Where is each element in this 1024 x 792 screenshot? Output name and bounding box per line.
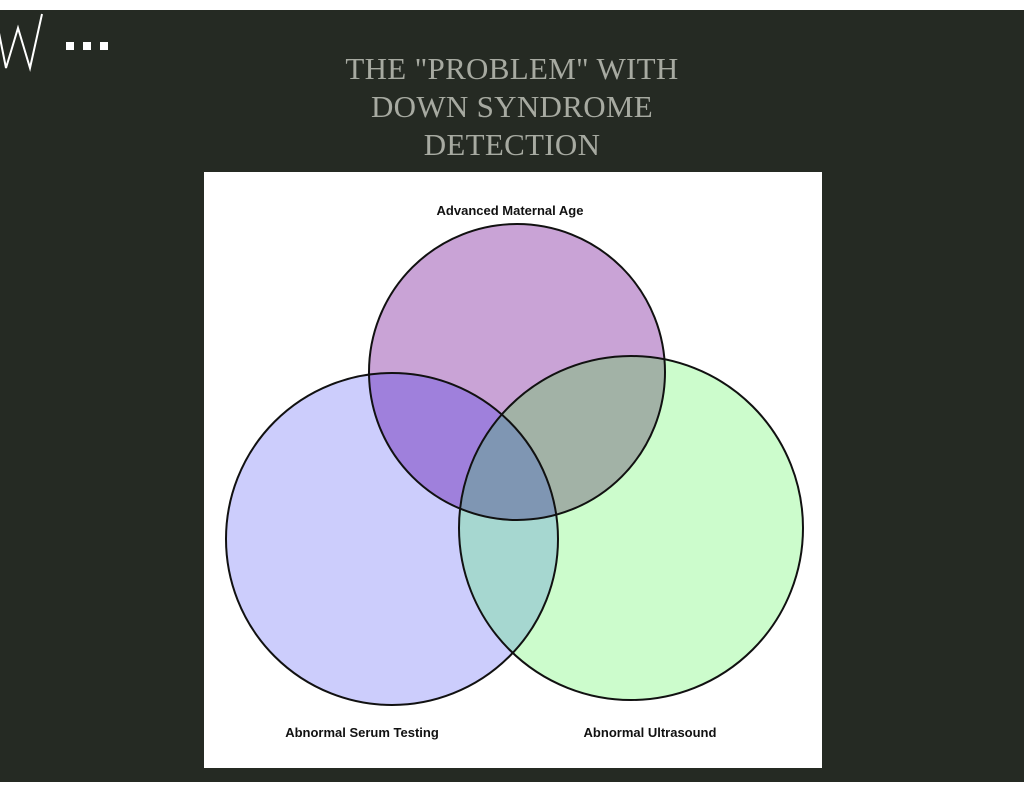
slide-title-line-1: THE "PROBLEM" WITH [345, 51, 679, 86]
circle-serum-outline [225, 372, 559, 706]
slide: THE "PROBLEM" WITH DOWN SYNDROME DETECTI… [0, 10, 1024, 782]
label-advanced-maternal-age: Advanced Maternal Age [437, 203, 584, 218]
circle-age-outline [368, 223, 666, 521]
dot [83, 42, 91, 50]
three-dots-icon [66, 42, 108, 50]
label-abnormal-ultrasound: Abnormal Ultrasound [584, 725, 717, 740]
slide-title-line-2: DOWN SYNDROME [370, 89, 654, 124]
circle-ultrasound-outline [458, 355, 804, 701]
slide-title-line-3: DETECTION [423, 127, 601, 162]
overlap-age-ultrasound [459, 356, 665, 520]
venn-diagram-panel: Advanced Maternal Age Abnormal Serum Tes… [204, 172, 822, 768]
slide-title: THE "PROBLEM" WITH DOWN SYNDROME DETECTI… [262, 50, 762, 164]
label-abnormal-serum-testing: Abnormal Serum Testing [285, 725, 439, 740]
w-logo-icon [0, 13, 43, 72]
dot [100, 42, 108, 50]
venn-diagram: Advanced Maternal Age Abnormal Serum Tes… [225, 203, 804, 740]
dot [66, 42, 74, 50]
